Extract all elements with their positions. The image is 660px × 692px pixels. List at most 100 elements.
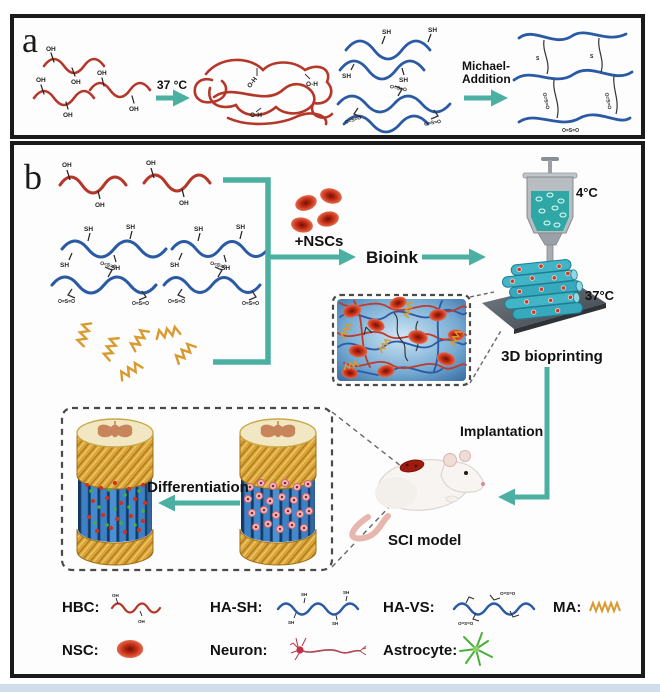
nsc-cells-icon — [289, 186, 344, 235]
svg-text:OH: OH — [129, 106, 139, 113]
differentiation-label: Differentiation — [147, 479, 249, 496]
sci-model-label: SCI model — [388, 532, 461, 549]
svg-text:OH: OH — [46, 46, 56, 53]
legend-ha-vs-icon: O=S=O O=S=O — [452, 591, 536, 626]
legend-ma-label: MA: — [553, 599, 581, 616]
printhead-temp-label: 4°C — [576, 185, 598, 200]
svg-text:O=S=O: O=S=O — [562, 128, 579, 134]
michael-addition-arrow: Michael- Addition — [462, 59, 511, 107]
legend-nsc-label: NSC: — [62, 642, 99, 659]
legend-ma-icon — [589, 600, 621, 614]
ha-chains-group-2: SH SH SH SH O=S=O O=S=O O=S=O — [162, 224, 270, 307]
legend-hbc-icon: OH OH — [110, 593, 162, 624]
panel-b-art: b OH OH OH OH SH SH SH SH — [24, 157, 621, 666]
svg-text:O=S=O: O=S=O — [541, 92, 550, 110]
svg-text:O=S=O: O=S=O — [603, 92, 612, 110]
printed-scaffold-icon — [501, 259, 584, 320]
bioink-label: Bioink — [366, 248, 418, 267]
svg-text:SH: SH — [236, 224, 245, 231]
hbc-chains-icon — [32, 52, 152, 110]
svg-text:OH: OH — [179, 200, 189, 207]
svg-text:O=S=O: O=S=O — [458, 621, 474, 626]
ha-sh-chains-icon: SH SH SH SH — [338, 27, 437, 84]
legend-ha-sh-icon: SH SH SH SH — [276, 590, 360, 626]
ha-vs-chains-icon: O=S=O O=S=O O=S=O — [336, 84, 452, 134]
implantation-arrow — [498, 367, 550, 506]
svg-text:SH: SH — [288, 620, 294, 625]
legend-astrocyte-icon — [459, 632, 493, 666]
svg-text:OH: OH — [36, 77, 46, 84]
legend-astrocyte-label: Astrocyte: — [383, 642, 457, 659]
svg-text:OH: OH — [138, 619, 145, 624]
implantation-label: Implantation — [460, 423, 543, 439]
svg-text:SH: SH — [301, 592, 307, 597]
svg-text:O=S=O: O=S=O — [58, 299, 75, 305]
svg-text:O=S=O: O=S=O — [242, 301, 259, 307]
svg-text:O=S=O: O=S=O — [344, 115, 362, 126]
svg-text:O=S=O: O=S=O — [132, 301, 149, 307]
svg-text:SH: SH — [342, 73, 351, 80]
hbc-network-icon — [193, 58, 334, 126]
legend-hbc-label: HBC: — [62, 599, 100, 616]
bottom-edge-strip — [0, 684, 660, 692]
svg-text:SH: SH — [126, 224, 135, 231]
ha-chains-group-1: SH SH SH SH O=S=O O=S=O O=S=O — [50, 224, 168, 307]
svg-text:OH: OH — [63, 112, 73, 119]
add-nscs-label: +NSCs — [295, 233, 344, 250]
scaffold-cylinder-differentiated — [77, 419, 153, 565]
svg-text:S: S — [590, 54, 594, 60]
legend: HBC: OH OH HA-SH: SH SH SH SH HA-VS: — [62, 590, 621, 666]
scaffold-temp-label: 37°C — [585, 288, 615, 303]
panel-b: b OH OH OH OH SH SH SH SH — [10, 141, 645, 678]
svg-text:SH: SH — [399, 77, 408, 84]
legend-neuron-icon — [289, 637, 367, 661]
svg-text:OH: OH — [95, 202, 105, 209]
svg-text:O=S=O: O=S=O — [168, 299, 185, 305]
panel-b-letter: b — [24, 157, 42, 197]
svg-text:OH: OH — [112, 593, 119, 598]
scaffold-differentiation-box: Differentiation — [60, 406, 334, 572]
svg-text:O-H: O-H — [250, 112, 262, 119]
svg-text:OH: OH — [71, 79, 81, 86]
legend-nsc-icon — [116, 640, 144, 658]
svg-text:OH: OH — [97, 70, 107, 77]
svg-text:SH: SH — [194, 226, 203, 233]
thermal-gelation-arrow: 37 °C — [156, 78, 190, 107]
hbc-chains-icon: OH OH OH OH — [58, 160, 212, 209]
svg-text:O=S=O: O=S=O — [500, 591, 516, 596]
panel-a-art: a OH OH OH OH OH OH 37 °C — [22, 20, 634, 134]
bioink-inset — [331, 291, 503, 387]
spinal-wound-icon — [399, 459, 425, 473]
bioprinting-caption: 3D bioprinting — [501, 348, 603, 365]
svg-text:SH: SH — [221, 265, 230, 272]
svg-text:S: S — [536, 56, 540, 62]
svg-text:SH: SH — [60, 262, 69, 269]
sci-mouse-icon — [349, 450, 485, 542]
svg-text:OH: OH — [62, 162, 72, 169]
svg-text:SH: SH — [84, 226, 93, 233]
svg-text:SH: SH — [382, 29, 391, 36]
svg-text:SH: SH — [343, 590, 349, 595]
svg-text:O=S=O: O=S=O — [389, 84, 407, 93]
svg-text:OH: OH — [146, 160, 156, 167]
collection-bracket — [213, 177, 271, 365]
svg-text:37 °C: 37 °C — [157, 78, 187, 92]
svg-text:SH: SH — [332, 621, 338, 626]
svg-text:Michael-: Michael- — [462, 59, 510, 73]
legend-neuron-label: Neuron: — [210, 642, 268, 659]
panel-a-letter: a — [22, 20, 38, 60]
svg-text:O=S=O: O=S=O — [424, 119, 442, 128]
hbc-oh-labels: OH OH OH OH OH OH — [36, 46, 139, 119]
svg-text:O-H: O-H — [246, 76, 259, 90]
svg-text:SH: SH — [170, 262, 179, 269]
bioprinter-icon — [482, 157, 606, 334]
legend-ha-sh-label: HA-SH: — [210, 599, 263, 616]
svg-text:O=S=O: O=S=O — [209, 261, 227, 271]
svg-text:O=S=O: O=S=O — [99, 261, 117, 271]
svg-text:SH: SH — [111, 265, 120, 272]
panel-a: a OH OH OH OH OH OH 37 °C — [10, 14, 645, 139]
crosslinked-network-icon: S S O=S=O O=S=O O=S=O — [512, 31, 634, 134]
svg-text:Addition: Addition — [462, 72, 511, 86]
ma-coils-icon — [74, 319, 197, 382]
